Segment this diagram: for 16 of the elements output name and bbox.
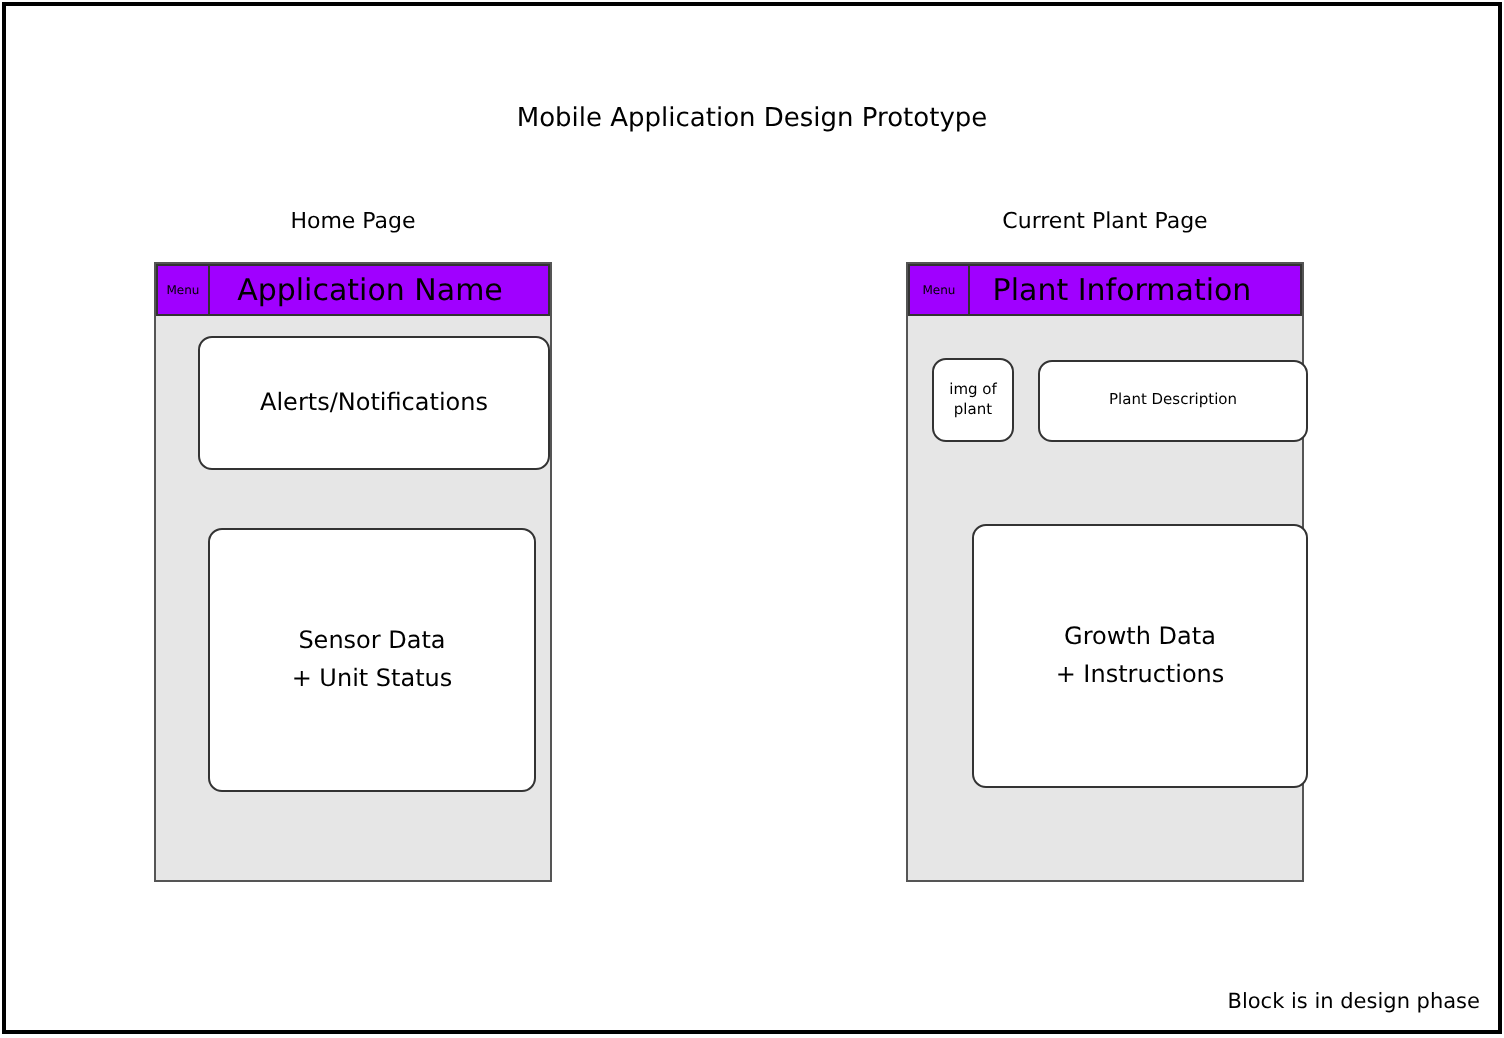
diagram-title: Mobile Application Design Prototype (514, 104, 990, 134)
page-heading: Current Plant Page (1000, 208, 1210, 234)
content-card (208, 528, 536, 792)
header-bar (908, 264, 1302, 316)
card-text: Alerts/Notifications (258, 385, 490, 420)
header-title: Plant Information (990, 272, 1254, 308)
status-note: Block is in design phase (1227, 990, 1480, 1014)
card-text: Growth Data + Instructions (1053, 619, 1227, 692)
card-text: Sensor Data + Unit Status (289, 623, 455, 696)
page-heading: Home Page (288, 208, 418, 234)
content-card (932, 358, 1014, 442)
header-title: Application Name (235, 272, 505, 308)
content-card (1038, 360, 1308, 442)
header-bar (156, 264, 550, 316)
content-card (972, 524, 1308, 788)
content-card (198, 336, 550, 470)
